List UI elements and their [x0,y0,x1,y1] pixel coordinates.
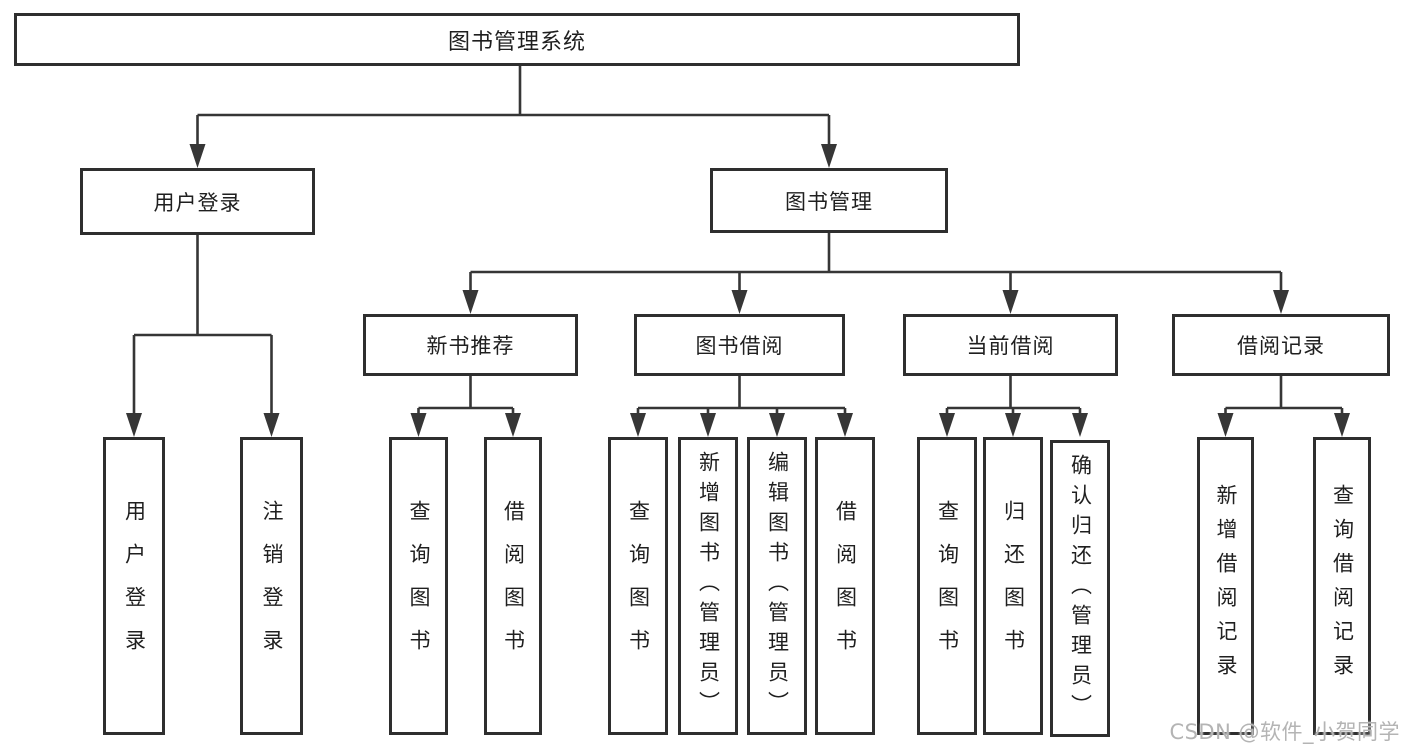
node-label: 用户登录 [153,190,242,215]
node-label: 用户登录 [122,500,147,672]
node-label: 编辑图书（管理员） [765,451,790,721]
leaf-return-books: 归还图书 [983,437,1043,735]
node-label: 归还图书 [1001,500,1026,672]
node-label: 注销登录 [260,500,284,672]
connector-book-mgmt-to-level3 [469,233,1283,298]
node-label: 查询图书 [626,500,651,672]
leaf-user-login: 用户登录 [103,437,165,735]
connector-borrow-record-to-leaves [1224,376,1344,420]
leaf-borrow-books-2: 借阅图书 [815,437,875,735]
node-label: 查询借阅记录 [1330,484,1355,688]
connector-new-book-to-leaves [417,376,515,420]
leaf-logout: 注销登录 [240,437,303,735]
leaf-edit-books-admin: 编辑图书（管理员） [747,437,807,735]
leaf-confirm-return-admin: 确认归还（管理员） [1050,440,1110,737]
node-borrowing-records: 借阅记录 [1172,314,1390,376]
node-label: 查询图书 [407,500,431,672]
node-label: 新增借阅记录 [1214,484,1238,688]
node-label: 借阅图书 [501,500,526,672]
node-label: 新书推荐 [426,334,515,358]
leaf-query-borrow-record: 查询借阅记录 [1313,437,1371,735]
connector-root-to-level2 [196,66,831,150]
leaf-query-books-3: 查询图书 [917,437,977,735]
leaf-query-books-2: 查询图书 [608,437,668,735]
node-label: 借阅图书 [833,500,858,672]
node-user-login: 用户登录 [80,168,315,235]
leaf-add-books-admin: 新增图书（管理员） [678,437,738,735]
node-label: 借阅记录 [1237,334,1325,358]
csdn-watermark: CSDN @软件_小贺同学 [1169,720,1400,744]
node-label: 图书管理 [785,189,873,214]
node-label: 图书管理系统 [447,29,586,55]
leaf-query-books-1: 查询图书 [389,437,448,735]
arrowheads [126,144,1350,437]
node-new-book-recommend: 新书推荐 [363,314,578,376]
node-root: 图书管理系统 [14,13,1020,66]
node-current-borrowing: 当前借阅 [903,314,1118,376]
leaf-add-borrow-record: 新增借阅记录 [1197,437,1254,735]
node-label: 新增图书（管理员） [696,451,721,721]
connector-user-login-to-leaves [132,235,273,420]
leaf-borrow-books-1: 借阅图书 [484,437,542,735]
connector-book-borrow-to-leaves [636,376,847,420]
node-book-borrowing: 图书借阅 [634,314,845,376]
node-label: 当前借阅 [966,334,1055,358]
node-label: 确认归还（管理员） [1068,453,1093,724]
node-book-management: 图书管理 [710,168,948,233]
node-label: 图书借阅 [695,334,784,358]
node-label: 查询图书 [935,500,960,672]
